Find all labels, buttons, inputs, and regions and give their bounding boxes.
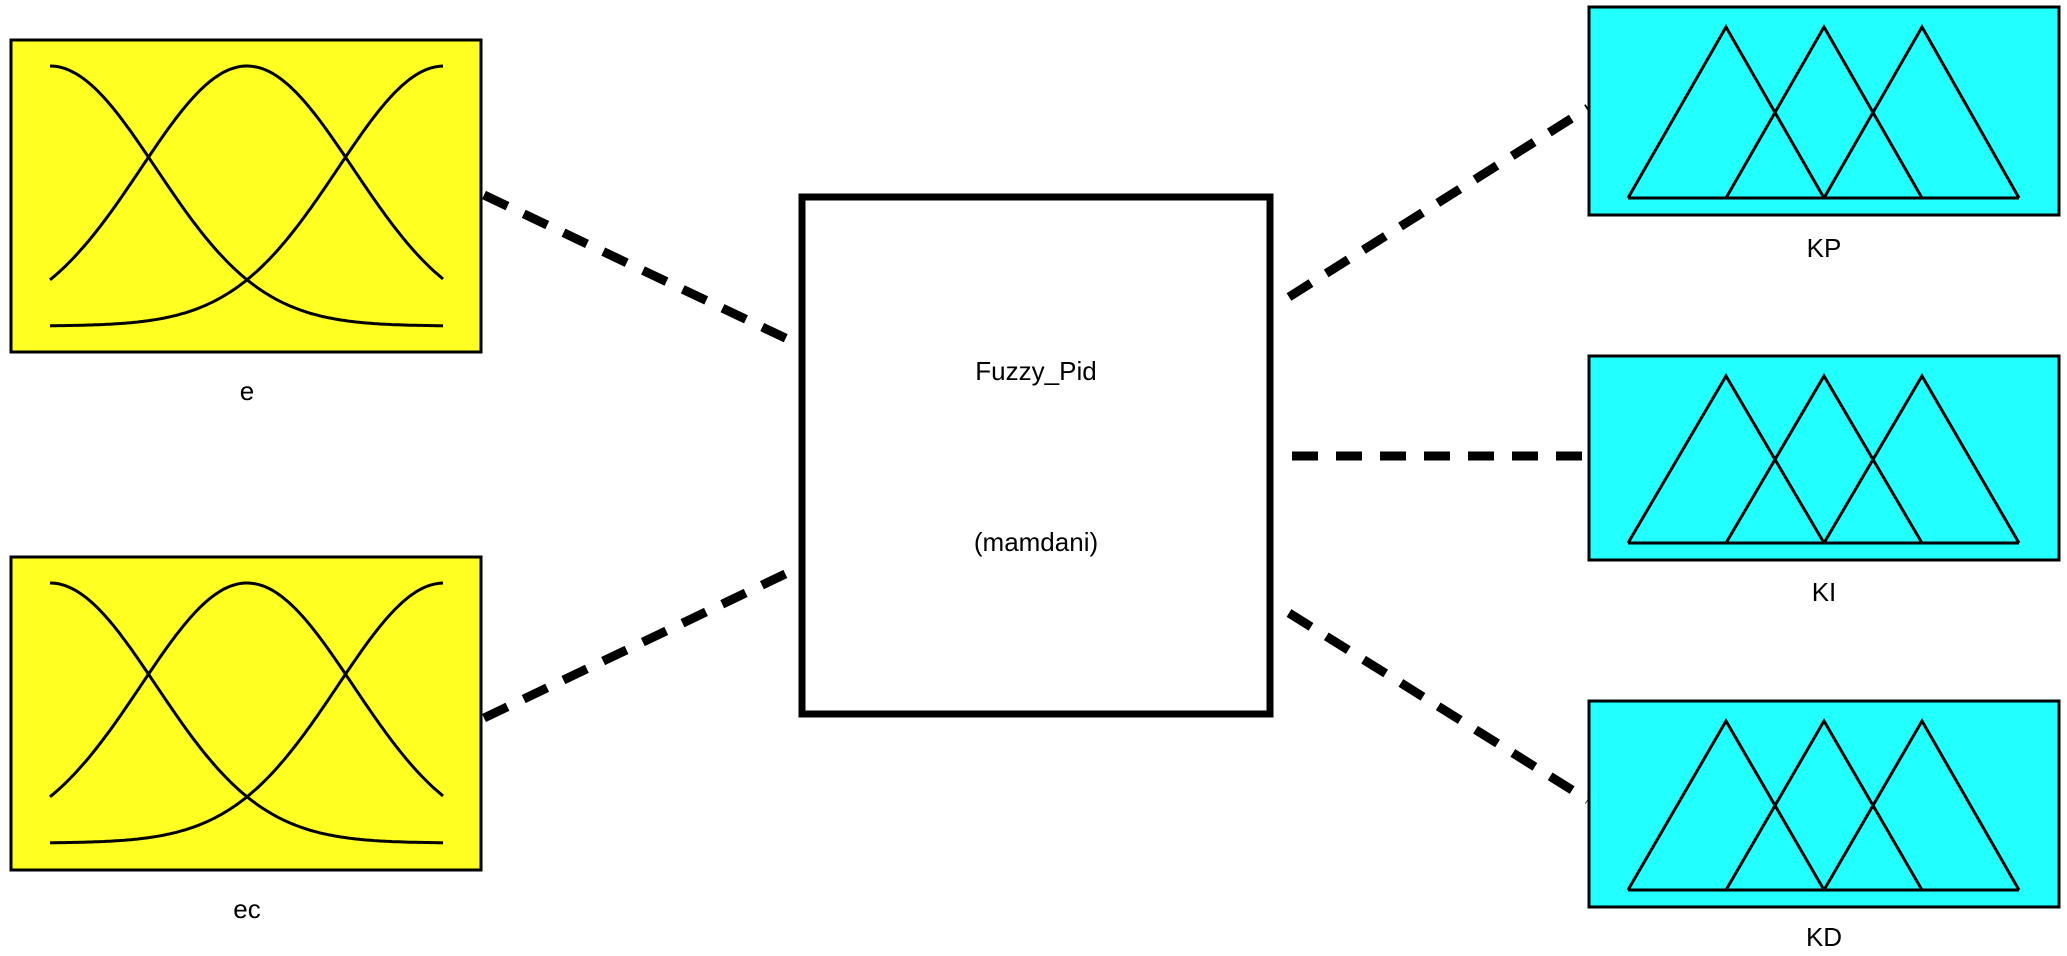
dashed-connection	[482, 562, 802, 723]
triangular-mf	[1724, 373, 1924, 544]
output-label-ki: KI	[1811, 577, 1837, 607]
gaussian-mf-curve	[50, 581, 444, 845]
input-label-ec: ec	[233, 894, 261, 924]
dashed-connection	[1286, 104, 1591, 301]
dashed-connection	[1286, 609, 1591, 804]
output-label-kp: KP	[1806, 233, 1842, 263]
input-box-ec[interactable]	[9, 555, 483, 872]
input-label-e: e	[239, 376, 255, 406]
output-label-kd: KD	[1805, 922, 1843, 952]
system-name: Fuzzy_Pid	[975, 356, 1097, 386]
system-box[interactable]	[798, 193, 1274, 718]
output-box-kp[interactable]	[1587, 5, 2061, 217]
system-type: (mamdani)	[973, 527, 1099, 557]
dashed-connection	[482, 190, 802, 350]
gaussian-mf-curve	[50, 64, 444, 328]
triangular-mf	[1626, 23, 1826, 199]
triangular-mf	[1626, 373, 1826, 544]
triangular-mf	[1724, 23, 1924, 199]
gaussian-mf-curve	[49, 64, 444, 281]
triangular-mf	[1822, 373, 2021, 544]
input-box-e[interactable]	[9, 38, 483, 354]
output-box-ki[interactable]	[1587, 354, 2061, 562]
triangular-mf	[1822, 717, 2021, 891]
output-box-kd[interactable]	[1587, 699, 2061, 909]
gaussian-mf-curve	[49, 581, 444, 798]
connections	[482, 104, 1591, 804]
triangular-mf	[1822, 23, 2021, 199]
triangular-mf	[1626, 718, 1826, 891]
triangular-mf	[1724, 718, 1924, 891]
